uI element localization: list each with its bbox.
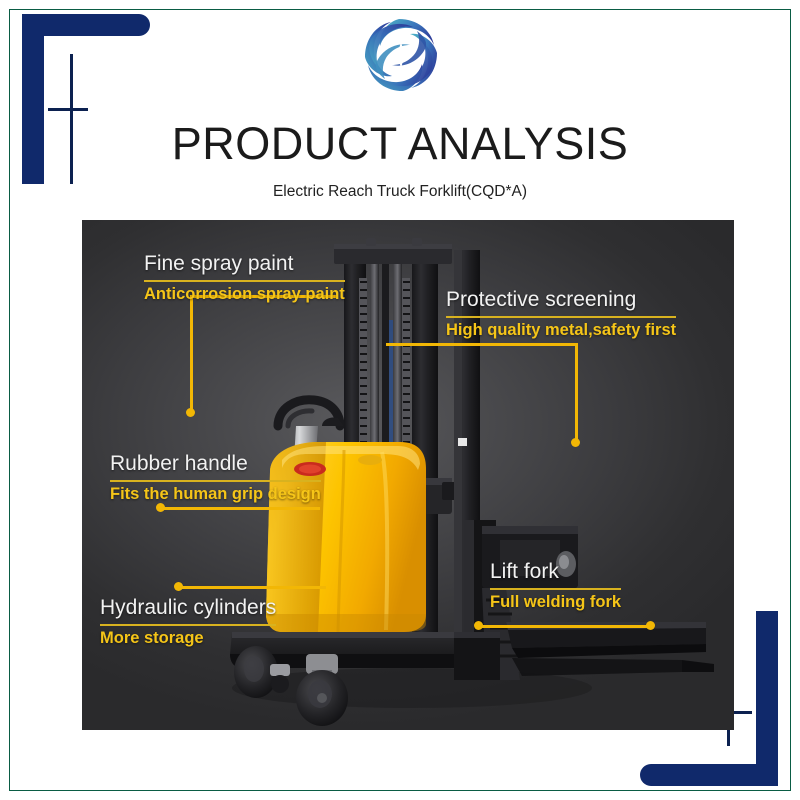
leader-dot-protective-screening xyxy=(571,438,580,447)
annotation-heading: Fine spray paint xyxy=(144,252,294,275)
bracket-arm-vertical xyxy=(756,611,778,786)
brand-logo-icon xyxy=(365,19,437,91)
corner-bracket-bottom-right xyxy=(628,611,778,786)
page-subtitle: Electric Reach Truck Forklift(CQD*A) xyxy=(272,183,528,200)
annotation-heading: Hydraulic cylinders xyxy=(100,596,277,619)
corner-bracket-top-left xyxy=(22,14,162,184)
forklift-product-image xyxy=(230,238,714,726)
leader-dot-rubber-handle xyxy=(156,503,165,512)
bracket-arm-horizontal xyxy=(22,14,150,36)
annotation-rule xyxy=(100,624,276,626)
leader-line-rubber-handle xyxy=(160,507,320,510)
annotation-rubber-handle: Rubber handle Fits the human grip design xyxy=(110,452,321,504)
annotation-subtext: Fits the human grip design xyxy=(110,485,321,503)
annotation-subtext: High quality metal,safety first xyxy=(446,321,677,339)
bracket-arm-vertical xyxy=(22,14,44,184)
bracket-inner-horizontal-line xyxy=(48,108,88,111)
annotation-subtext: Full welding fork xyxy=(490,593,622,611)
annotation-subtext: Anticorrosion spray paint xyxy=(144,285,345,303)
leader-line-protective-screening-vertical xyxy=(575,343,578,443)
leader-line-fine-spray-paint-vertical xyxy=(190,295,193,413)
annotation-rule xyxy=(446,316,676,318)
leader-dot-lift-fork-left xyxy=(474,621,483,630)
bracket-arm-horizontal xyxy=(640,764,778,786)
annotation-heading: Lift fork xyxy=(490,560,559,583)
leader-line-hydraulic-cylinders xyxy=(178,586,326,589)
annotation-rule xyxy=(144,280,345,282)
annotation-heading: Protective screening xyxy=(446,288,637,311)
annotation-hydraulic-cylinders: Hydraulic cylinders More storage xyxy=(100,596,276,648)
annotation-fine-spray-paint: Fine spray paint Anticorrosion spray pai… xyxy=(144,252,345,304)
leader-dot-hydraulic-cylinders xyxy=(174,582,183,591)
annotation-subtext: More storage xyxy=(100,629,204,647)
bracket-inner-vertical-line xyxy=(70,54,73,184)
annotation-protective-screening: Protective screening High quality metal,… xyxy=(446,288,676,340)
annotation-rule xyxy=(110,480,321,482)
annotation-lift-fork: Lift fork Full welding fork xyxy=(490,560,621,612)
leader-dot-lift-fork-right xyxy=(646,621,655,630)
page-title: PRODUCT ANALYSIS xyxy=(171,118,629,169)
leader-line-fine-spray-paint-horizontal xyxy=(190,295,336,298)
leader-dot-fine-spray-paint xyxy=(186,408,195,417)
leader-line-lift-fork xyxy=(478,625,652,628)
annotation-heading: Rubber handle xyxy=(110,452,248,475)
annotation-rule xyxy=(490,588,621,590)
product-photo-panel: Fine spray paint Anticorrosion spray pai… xyxy=(82,220,734,730)
leader-line-protective-screening-horizontal xyxy=(386,343,578,346)
